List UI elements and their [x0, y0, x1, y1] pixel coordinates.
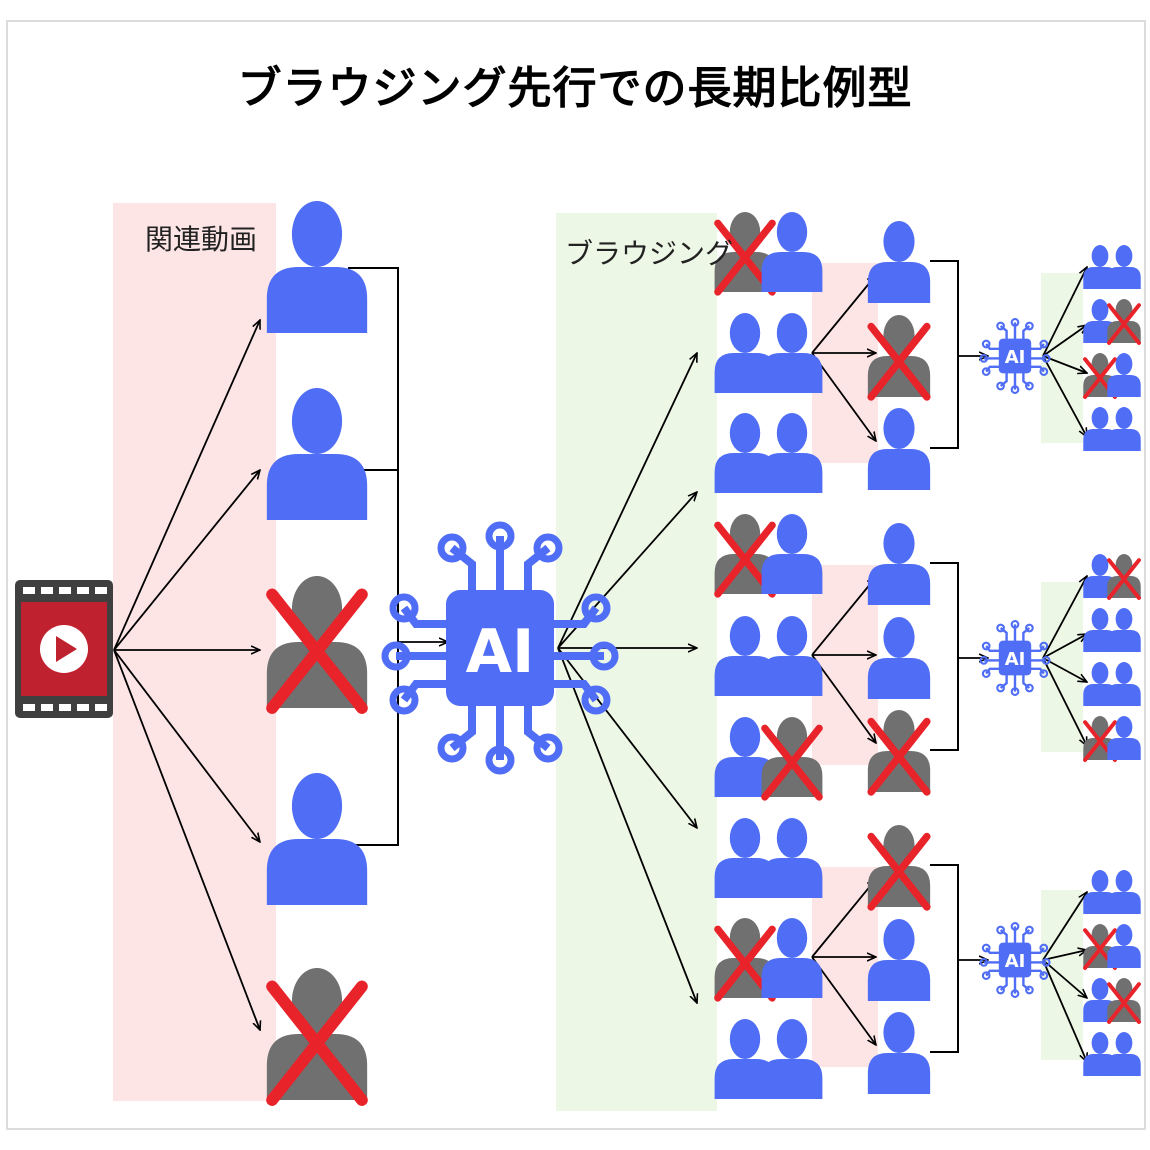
person-icon	[761, 818, 823, 898]
person-icon	[761, 212, 823, 292]
rejected-person-icon	[266, 968, 368, 1106]
video-to-viewer-arrow	[113, 649, 260, 1030]
person-icon	[867, 919, 931, 1001]
person-icon	[761, 616, 823, 696]
person-icon	[761, 918, 823, 998]
rejected-person-icon	[761, 717, 823, 801]
branch-arrow	[811, 956, 876, 1045]
viewer-bracket	[348, 267, 399, 846]
person-icon	[714, 818, 776, 898]
browsing-zone	[556, 213, 717, 1111]
person-icon	[867, 617, 931, 699]
rejected-person-icon	[266, 576, 368, 714]
ai-chip-label: AI	[1005, 951, 1026, 972]
person-icon	[867, 1012, 931, 1094]
person-icon	[867, 221, 931, 303]
person-icon	[867, 408, 931, 490]
branch-arrow	[811, 275, 876, 354]
final-arrow	[1042, 325, 1087, 357]
ai-chip-label: AI	[1005, 347, 1026, 368]
person-icon	[714, 616, 776, 696]
ai-to-browser-arrow	[557, 647, 697, 1003]
final-arrow	[1042, 950, 1087, 961]
ai-to-browser-arrow	[557, 647, 697, 828]
final-arrow	[1042, 267, 1087, 357]
person-icon	[1107, 662, 1141, 706]
person-icon	[714, 717, 776, 797]
person-icon	[867, 523, 931, 605]
branch-arrow	[811, 879, 876, 958]
ai-to-browser-arrow	[557, 353, 697, 649]
branch-bracket	[930, 864, 959, 1053]
branch-arrow	[811, 577, 876, 656]
person-icon	[1107, 608, 1141, 652]
video-play-icon	[15, 580, 113, 718]
rejected-person-icon	[867, 710, 931, 796]
person-icon	[266, 201, 368, 333]
person-icon	[761, 1019, 823, 1099]
person-icon	[714, 413, 776, 493]
final-arrow	[1042, 355, 1087, 437]
related-videos-zone	[113, 203, 276, 1101]
person-icon	[266, 388, 368, 520]
person-icon	[266, 773, 368, 905]
browsing-label: ブラウジング	[565, 237, 734, 270]
rejected-person-icon	[1107, 978, 1141, 1024]
final-arrow	[1042, 634, 1087, 659]
person-icon	[714, 313, 776, 393]
rejected-person-icon	[1107, 554, 1141, 600]
person-icon	[1107, 870, 1141, 914]
ai-chip-icon: AI	[381, 521, 619, 775]
video-to-viewer-arrow	[113, 649, 260, 842]
diagram-title: ブラウジング先行での長期比例型	[237, 63, 913, 114]
person-icon	[761, 313, 823, 393]
ai-chip-label: AI	[466, 617, 535, 687]
rejected-person-icon	[1107, 299, 1141, 345]
ai-chip-icon: AI	[979, 318, 1051, 394]
rejected-person-icon	[867, 825, 931, 911]
person-icon	[761, 413, 823, 493]
person-icon	[1107, 245, 1141, 289]
branch-arrow	[811, 352, 876, 441]
person-icon	[1107, 407, 1141, 451]
person-icon	[714, 1019, 776, 1099]
final-arrow	[1042, 657, 1087, 682]
branch-bracket	[930, 260, 959, 449]
rejected-person-icon	[867, 315, 931, 401]
final-arrow	[1042, 959, 1087, 998]
rejected-person-icon	[1083, 353, 1117, 399]
final-arrow	[1042, 959, 1087, 1062]
diagram-frame	[6, 20, 1146, 1130]
person-icon	[1107, 716, 1141, 760]
video-to-viewer-arrow	[113, 470, 260, 651]
person-icon	[1107, 1032, 1141, 1076]
person-icon	[1107, 353, 1141, 397]
final-arrow	[1042, 892, 1087, 961]
final-arrow	[1042, 576, 1087, 659]
ai-chip-icon: AI	[979, 620, 1051, 696]
final-arrow	[1042, 657, 1087, 746]
person-icon	[1107, 924, 1141, 968]
branch-bracket	[930, 562, 959, 751]
video-to-viewer-arrow	[113, 320, 261, 651]
ai-chip-label: AI	[1005, 649, 1026, 670]
branch-arrow	[811, 654, 876, 743]
person-icon	[761, 514, 823, 594]
related-videos-label: 関連動画	[145, 223, 258, 256]
ai-chip-icon: AI	[979, 922, 1051, 998]
